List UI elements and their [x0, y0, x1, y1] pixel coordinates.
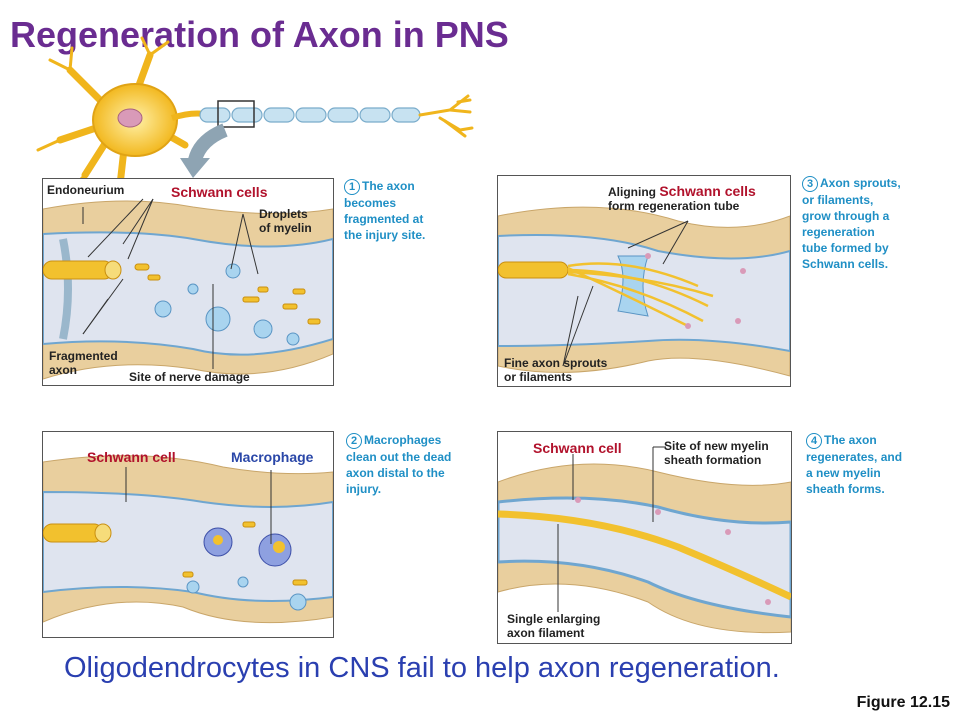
bottom-statement: Oligodendrocytes in CNS fail to help axo…: [64, 652, 780, 684]
step-number: 3: [802, 176, 818, 192]
step-number: 1: [344, 179, 360, 195]
macrophage-label: Macrophage: [231, 449, 314, 465]
endoneurium-label: Endoneurium: [47, 183, 125, 197]
schwann-cells-label: Schwann cells: [659, 183, 756, 199]
panel-macrophages: Schwann cell Macrophage: [42, 431, 334, 638]
figure-number: Figure 12.15: [856, 694, 950, 711]
page-title: Regeneration of Axon in PNS: [10, 14, 509, 55]
schwann-cell-label: Schwann cell: [533, 440, 622, 456]
step-number: 4: [806, 433, 822, 449]
aligning-label: Aligning Schwann cells form regeneration…: [608, 183, 756, 213]
step-number: 2: [346, 433, 362, 449]
schwann-cells-label: Schwann cells: [171, 184, 268, 200]
nerve-damage-label: Site of nerve damage: [129, 370, 250, 384]
panel-regeneration-tube: Aligning Schwann cells form regeneration…: [497, 175, 791, 387]
schwann-cell-label: Schwann cell: [87, 449, 176, 465]
